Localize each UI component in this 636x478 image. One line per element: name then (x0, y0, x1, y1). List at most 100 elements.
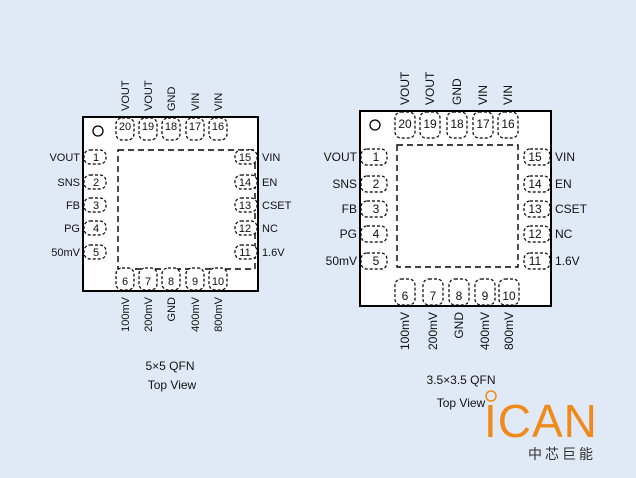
pin-pad-19 (419, 111, 441, 139)
pin-pad-19 (138, 117, 158, 141)
pin-name-14: EN (555, 177, 572, 191)
pin-number-1: 1 (373, 150, 380, 164)
pin-pad-13 (234, 197, 258, 213)
pin-name-2: SNS (332, 177, 357, 191)
pin-name-16: VIN (213, 93, 225, 111)
pin-pad-4 (83, 220, 107, 236)
pin-pad-2 (83, 174, 107, 190)
pin-number-5: 5 (373, 254, 380, 268)
pin-pad-11 (234, 244, 258, 260)
pin-pad-6 (394, 278, 416, 306)
pin-name-13: CSET (555, 202, 588, 216)
pin-name-12: NC (555, 227, 573, 241)
pin-name-6: 100mV (398, 312, 412, 350)
pin-number-10: 10 (502, 289, 516, 303)
pin-name-8: GND (452, 312, 466, 339)
pin-name-11: 1.6V (555, 254, 580, 268)
pin-number-8: 8 (168, 276, 174, 288)
pin-pad-12 (523, 225, 551, 243)
pin-name-17: VIN (190, 93, 202, 111)
pin-name-8: GND (166, 297, 178, 322)
pin-number-6: 6 (122, 276, 128, 288)
pin-name-15: VIN (555, 150, 575, 164)
pin-name-5: 50mV (326, 254, 357, 268)
pin-name-18: GND (450, 78, 464, 105)
pin-pad-7 (422, 278, 444, 306)
pin-number-12: 12 (239, 223, 251, 235)
logo-subtext: 中芯巨能 (528, 447, 596, 463)
caption-size-5x5: 5×5 QFN (145, 359, 194, 373)
pin1-marker (92, 125, 104, 137)
pin-number-13: 13 (239, 200, 251, 212)
pin-pad-20 (115, 117, 135, 141)
pin-name-2: SNS (57, 177, 80, 189)
pin-number-7: 7 (145, 276, 151, 288)
pin-pad-18 (161, 117, 181, 141)
exposed-pad (396, 144, 519, 268)
pin-pad-20 (394, 111, 416, 139)
pin-name-3: FB (342, 202, 357, 216)
pin-name-20: VOUT (398, 71, 412, 105)
pin-number-20: 20 (119, 121, 131, 133)
ican-logo: ICAN 中芯巨能 (484, 398, 614, 470)
pin-pad-14 (523, 175, 551, 193)
pin-pad-10 (208, 267, 228, 291)
pin-pad-14 (234, 174, 258, 190)
pin-pad-3 (83, 197, 107, 213)
pin-name-14: EN (262, 177, 277, 189)
pin-name-1: VOUT (324, 150, 358, 164)
pin-pad-16 (497, 111, 519, 139)
pin-number-16: 16 (212, 121, 224, 133)
package-body (359, 110, 552, 307)
pin-number-4: 4 (93, 223, 99, 235)
pin-number-17: 17 (476, 117, 490, 131)
pin-name-19: VOUT (423, 71, 437, 105)
pin-number-7: 7 (430, 289, 437, 303)
pin-pad-2 (360, 175, 388, 193)
pin-number-6: 6 (402, 289, 409, 303)
pin-pad-7 (138, 267, 158, 291)
pin-number-14: 14 (239, 177, 251, 189)
pin-name-5: 50mV (51, 247, 80, 259)
pin-name-11: 1.6V (262, 247, 285, 259)
pin-number-2: 2 (373, 177, 380, 191)
pin-pad-17 (472, 111, 494, 139)
pin-name-16: VIN (501, 85, 515, 105)
pin-name-3: FB (66, 200, 80, 212)
pin-pad-1 (83, 149, 107, 165)
pin-number-4: 4 (373, 227, 380, 241)
pin-pad-9 (185, 267, 205, 291)
pin-pad-15 (523, 148, 551, 166)
pin-name-13: CSET (262, 200, 292, 212)
logo-swirl-icon (485, 390, 497, 402)
pin-number-9: 9 (192, 276, 198, 288)
pin-number-9: 9 (482, 289, 489, 303)
pin-name-7: 200mV (426, 312, 440, 350)
pin-pad-8 (448, 278, 470, 306)
caption-size-3p5: 3.5×3.5 QFN (426, 373, 495, 387)
pin-number-20: 20 (398, 117, 412, 131)
pin-name-9: 400mV (478, 312, 492, 350)
pin-name-6: 100mV (120, 296, 132, 332)
pin-number-15: 15 (239, 152, 251, 164)
pin-pad-10 (498, 278, 520, 306)
pin-pad-1 (360, 148, 388, 166)
pin-name-7: 200mV (143, 296, 155, 332)
pin-name-19: VOUT (143, 80, 155, 111)
pin-pad-17 (185, 117, 205, 141)
pin1-marker (369, 119, 381, 131)
pin-pad-3 (360, 200, 388, 218)
pin-number-19: 19 (423, 117, 437, 131)
pin-number-18: 18 (450, 117, 464, 131)
pin-name-10: 800mV (502, 312, 516, 350)
logo-text: ICAN (484, 395, 598, 447)
pin-name-1: VOUT (49, 152, 80, 164)
pin-name-4: PG (340, 227, 357, 241)
pin-name-10: 800mV (213, 296, 225, 332)
pin-pad-15 (234, 149, 258, 165)
caption-view-3p5: Top View (437, 396, 486, 410)
pin-pad-12 (234, 220, 258, 236)
pin-number-10: 10 (212, 276, 224, 288)
pin-number-13: 13 (528, 202, 542, 216)
pin-number-5: 5 (93, 247, 99, 259)
